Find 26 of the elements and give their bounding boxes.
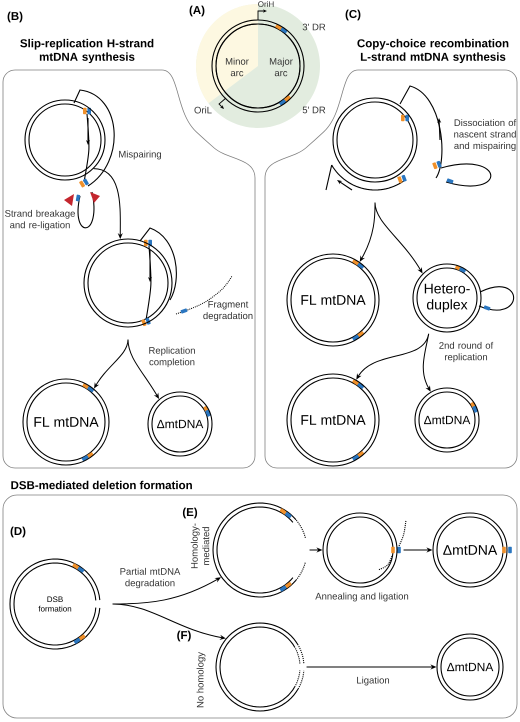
node-label: Copy-choice recombination L-strand mtDNA synthesis <box>357 38 508 64</box>
node-label: Slip-replication H-strand mtDNA synthesis <box>20 38 154 64</box>
edge-label: Mispairing <box>117 150 163 160</box>
node-label: DSB formation <box>38 596 72 612</box>
node-label: DSB-mediated deletion formation <box>11 480 192 490</box>
origin-label: OriH <box>258 1 274 7</box>
caption-text: Strand breakage and re-ligation <box>5 210 75 230</box>
edge-label: Ligation <box>355 676 391 686</box>
annotation-text: Annealing and ligation <box>315 592 408 602</box>
edge-label: Replication completion <box>140 346 204 368</box>
annotation-text: Dissociation of nascent strand and mispairing <box>454 119 516 151</box>
origin-label: OriL <box>194 106 212 114</box>
caption-text: Homology-mediated <box>190 523 210 568</box>
replication-intermediate-drawing <box>83 227 177 328</box>
annealing-intermediate-drawing <box>322 512 407 588</box>
panel-letter: (E) <box>182 508 198 518</box>
panel-letter: (B) <box>8 12 22 22</box>
caption-text: No homology <box>196 652 206 708</box>
broken-dna-circle <box>215 622 304 712</box>
annotation-text: Fragment degradation <box>203 301 252 321</box>
broken-dna-circle <box>212 502 306 598</box>
panel-letter: (C) <box>346 10 360 20</box>
panel-letter: (D) <box>10 526 26 538</box>
edge-label: Partial mtDNA degradation <box>114 566 186 590</box>
panel-letter: (F) <box>177 630 191 642</box>
edge-label: 2nd round of replication <box>432 340 500 364</box>
